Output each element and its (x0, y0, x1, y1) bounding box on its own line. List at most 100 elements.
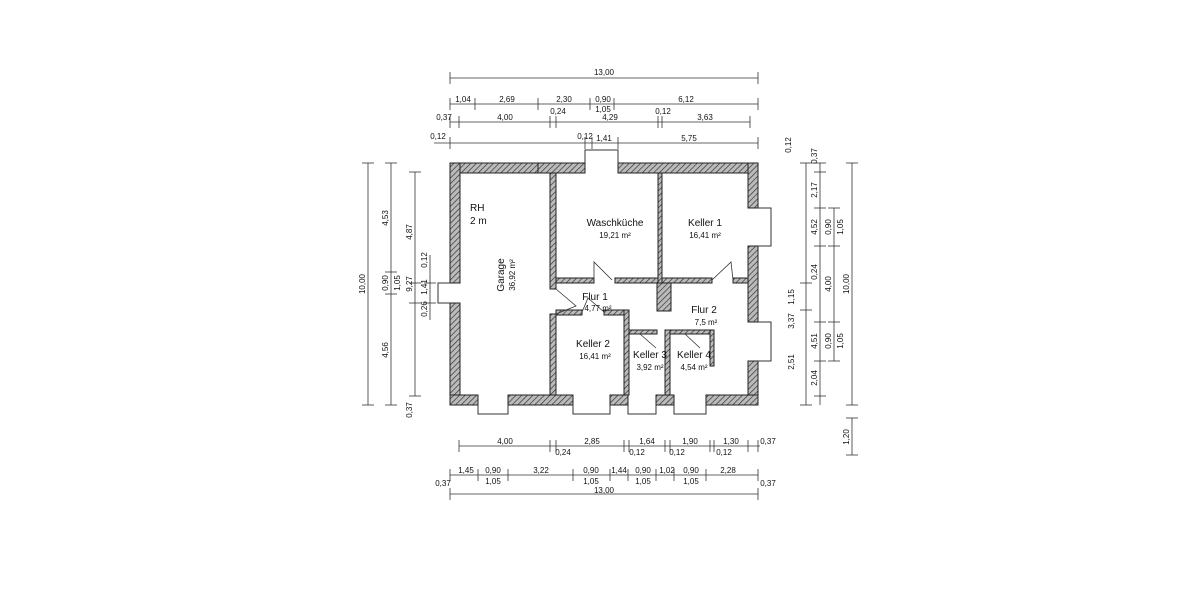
window-left (437, 282, 450, 304)
dim-right-1: 2,17 (810, 182, 819, 198)
dim-bottom-overall: 13,00 (594, 486, 615, 495)
dim-bottom-r2-sub-3: 1,05 (635, 477, 651, 486)
wall-keller4-right (709, 329, 715, 367)
dimensions-bottom: 4,00 2,85 1,64 1,90 1,30 0,37 0,24 0,12 … (435, 437, 776, 500)
dim-right-8: 4,51 (810, 333, 819, 349)
dim-bottom-r2-3: 0,90 (583, 466, 599, 475)
dim-bottom-r1-5: 0,37 (760, 437, 776, 446)
dim-left-c-0: 0,12 (420, 252, 429, 268)
dim-bottom-r1-sub-3: 0,12 (716, 448, 732, 457)
windows (437, 149, 772, 415)
window-top (584, 149, 619, 163)
wall-keller2-top (555, 309, 583, 316)
wall-waschkueche-bottom-2 (614, 277, 661, 284)
door-waschkueche (593, 261, 613, 281)
dim-top-r4-4: 0,12 (784, 137, 793, 153)
room-rh-name: RH (470, 203, 484, 214)
room-flur1-name: Flur 1 (582, 292, 608, 303)
doors (555, 261, 734, 349)
dim-right-6: 1,15 (787, 289, 796, 305)
wall-keller3-top (628, 329, 658, 335)
dimensions-top: 13,00 1,04 2,69 2,30 0,90 6,12 1,05 0,37… (430, 68, 793, 153)
dim-top-r2-0: 1,04 (455, 95, 471, 104)
outer-wall-top-mid (537, 162, 586, 174)
dim-left-a-0: 4,53 (381, 210, 390, 226)
window-bottom-3 (627, 405, 657, 415)
dim-bottom-r2-sub-4: 1,05 (683, 477, 699, 486)
outer-wall-right-upper (747, 162, 759, 209)
outer-wall-top-right (617, 162, 759, 174)
dim-bottom-r2-6: 1,02 (659, 466, 675, 475)
dim-left-a-sub: 1,05 (393, 275, 402, 291)
dim-right-7: 3,37 (787, 313, 796, 329)
outer-wall-bottom-5 (705, 394, 759, 406)
wall-garage-lower (549, 313, 557, 396)
dimensions-left: 10,00 4,53 0,90 1,05 4,56 4,87 9,27 0,37… (358, 162, 436, 418)
dim-left-c-2: 0,26 (420, 301, 429, 317)
dim-left-a-1: 0,90 (381, 275, 390, 291)
room-waschkueche-name: Waschküche (587, 218, 644, 229)
door-keller1 (711, 261, 734, 281)
dim-right-extra: 1,20 (842, 429, 851, 445)
outer-wall-left-upper (449, 162, 461, 284)
dim-left-a-2: 4,56 (381, 342, 390, 358)
dim-bottom-r2-4: 1,44 (611, 466, 627, 475)
outer-wall-bottom-4 (655, 394, 675, 406)
dim-bottom-r2-sub-0: 0,37 (435, 479, 451, 488)
dim-top-r2-sub: 1,05 (595, 105, 611, 114)
outer-wall-left-lower (449, 302, 461, 406)
room-garage-area: 36,92 m² (508, 259, 517, 291)
dim-right-2: 4,52 (810, 219, 819, 235)
dim-top-r3-1: 4,00 (497, 113, 513, 122)
wall-keller4-top (669, 329, 715, 335)
dimensions-right: 1,15 3,37 2,51 0,37 2,17 4,52 0,24 4,51 … (787, 148, 858, 456)
dim-bottom-r1-4: 1,30 (723, 437, 739, 446)
dim-top-r3-3: 4,29 (602, 113, 618, 122)
dim-bottom-r1-sub-0: 0,24 (555, 448, 571, 457)
room-keller2-name: Keller 2 (576, 339, 610, 350)
room-keller4-name: Keller 4 (677, 350, 711, 361)
dim-top-r3-5: 3,63 (697, 113, 713, 122)
outer-wall-bottom-2 (507, 394, 574, 406)
wall-waschkueche-bottom (555, 277, 595, 284)
wall-waschkueche-keller1 (657, 172, 663, 284)
dim-right-9: 0,90 (824, 333, 833, 349)
dim-left-b-1: 9,27 (405, 276, 414, 292)
dim-bottom-r2-5: 0,90 (635, 466, 651, 475)
wall-keller1-bottom (661, 277, 713, 284)
room-garage-name: Garage (496, 258, 507, 292)
dim-bottom-r1-2: 1,64 (639, 437, 655, 446)
dim-top-overall: 13,00 (594, 68, 615, 77)
outer-wall-top-left (449, 162, 539, 174)
room-keller2-area: 16,41 m² (579, 352, 611, 361)
dim-top-r4-1: 0,12 (577, 132, 593, 141)
room-keller1-area: 16,41 m² (689, 231, 721, 240)
dim-left-outer: 10,00 (358, 273, 367, 294)
dim-right-5: 4,00 (824, 276, 833, 292)
dim-top-r4-0: 0,12 (430, 132, 446, 141)
dim-right-outer: 10,00 (842, 273, 851, 294)
room-flur2-area: 7,5 m² (695, 318, 718, 327)
wall-keller3-keller4 (664, 329, 671, 396)
outer-wall-bottom-3 (609, 394, 629, 406)
door-garage (555, 288, 577, 315)
dim-left-c-1: 1,41 (420, 279, 429, 295)
dim-top-r4-2: 1,41 (596, 134, 612, 143)
room-labels: RH 2 m Garage 36,92 m² Waschküche 19,21 … (470, 203, 722, 372)
dim-top-r4-3: 5,75 (681, 134, 697, 143)
dim-bottom-r1-1: 2,85 (584, 437, 600, 446)
dim-bottom-r1-sub-2: 0,12 (669, 448, 685, 457)
walls (449, 162, 759, 406)
wall-keller1-bottom-2 (732, 277, 749, 284)
wall-garage (549, 172, 557, 290)
dim-bottom-r1-sub-1: 0,12 (629, 448, 645, 457)
dim-top-r3-0: 0,37 (436, 113, 452, 122)
dim-right-3: 0,90 (824, 219, 833, 235)
dim-bottom-r1-0: 4,00 (497, 437, 513, 446)
dim-top-r2-1: 2,69 (499, 95, 515, 104)
room-keller3-name: Keller 3 (633, 350, 667, 361)
dim-bottom-r1-3: 1,90 (682, 437, 698, 446)
dim-bottom-r2-8: 2,28 (720, 466, 736, 475)
door-keller3 (639, 333, 657, 349)
chimney (656, 282, 672, 312)
